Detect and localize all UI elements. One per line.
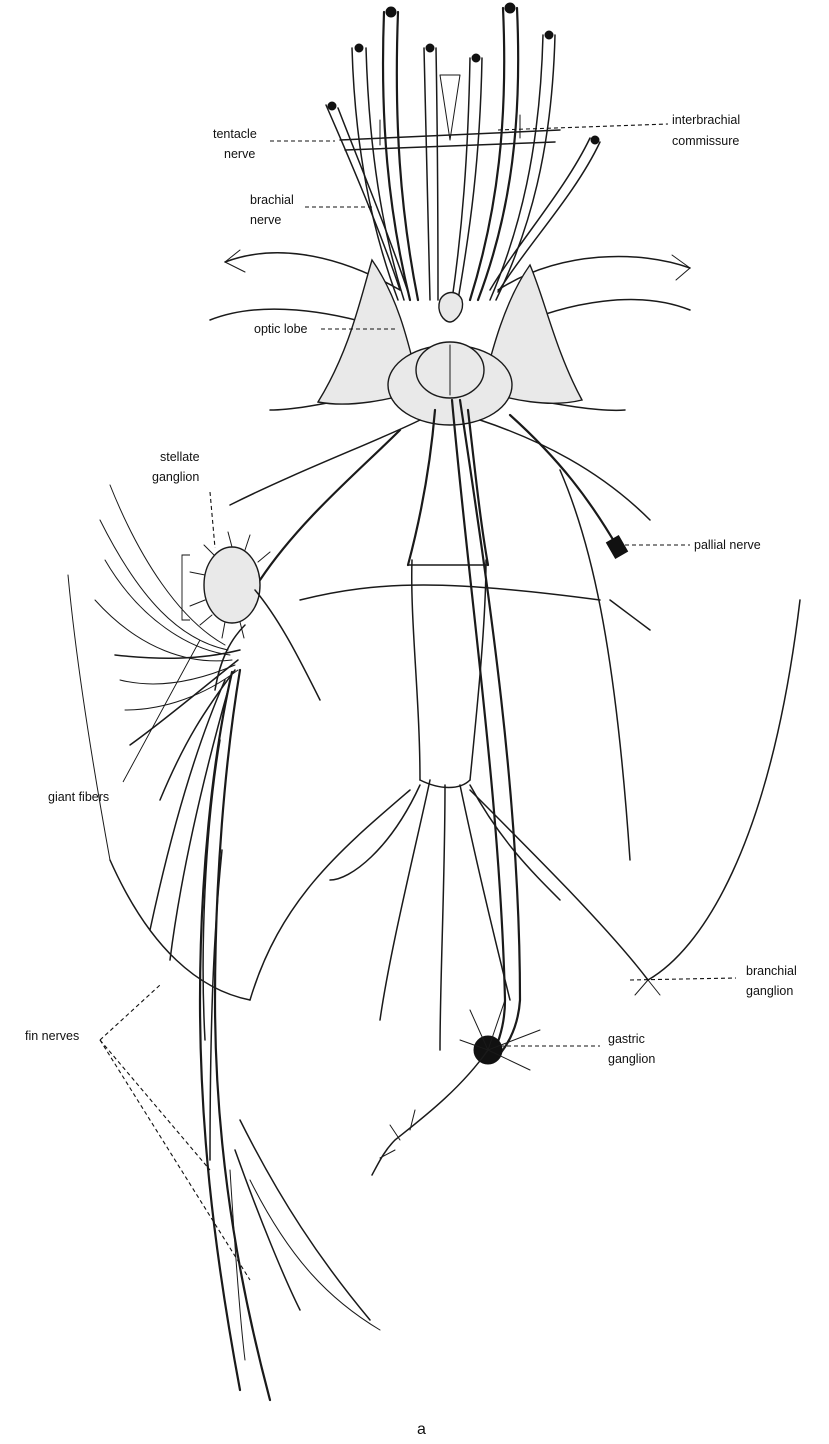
label-gastric-ganglion-line2: ganglion — [608, 1052, 655, 1066]
label-stellate-ganglion-line2: ganglion — [152, 470, 199, 484]
label-tentacle-nerve-line1: tentacle — [213, 127, 257, 141]
labels: tentacle nerve interbrachial commissure … — [25, 113, 797, 1438]
label-fin-nerves: fin nerves — [25, 1029, 79, 1043]
label-giant-fibers: giant fibers — [48, 790, 109, 804]
label-brachial-nerve-line1: brachial — [250, 193, 294, 207]
label-branchial-ganglion-line1: branchial — [746, 964, 797, 978]
label-pallial-nerve: pallial nerve — [694, 538, 761, 552]
label-interbrachial-commissure-line1: interbrachial — [672, 113, 740, 127]
label-gastric-ganglion-line1: gastric — [608, 1032, 645, 1046]
label-brachial-nerve-line2: nerve — [250, 213, 281, 227]
label-optic-lobe: optic lobe — [254, 322, 308, 336]
label-interbrachial-commissure-line2: commissure — [672, 134, 739, 148]
label-branchial-ganglion-line2: ganglion — [746, 984, 793, 998]
central-nerves — [330, 400, 560, 1175]
label-tentacle-nerve-line2: nerve — [224, 147, 255, 161]
panel-letter: a — [417, 1421, 426, 1438]
label-stellate-ganglion-line1: stellate — [160, 450, 200, 464]
stellate-and-fin-nerves — [95, 485, 380, 1400]
brain — [318, 260, 582, 425]
